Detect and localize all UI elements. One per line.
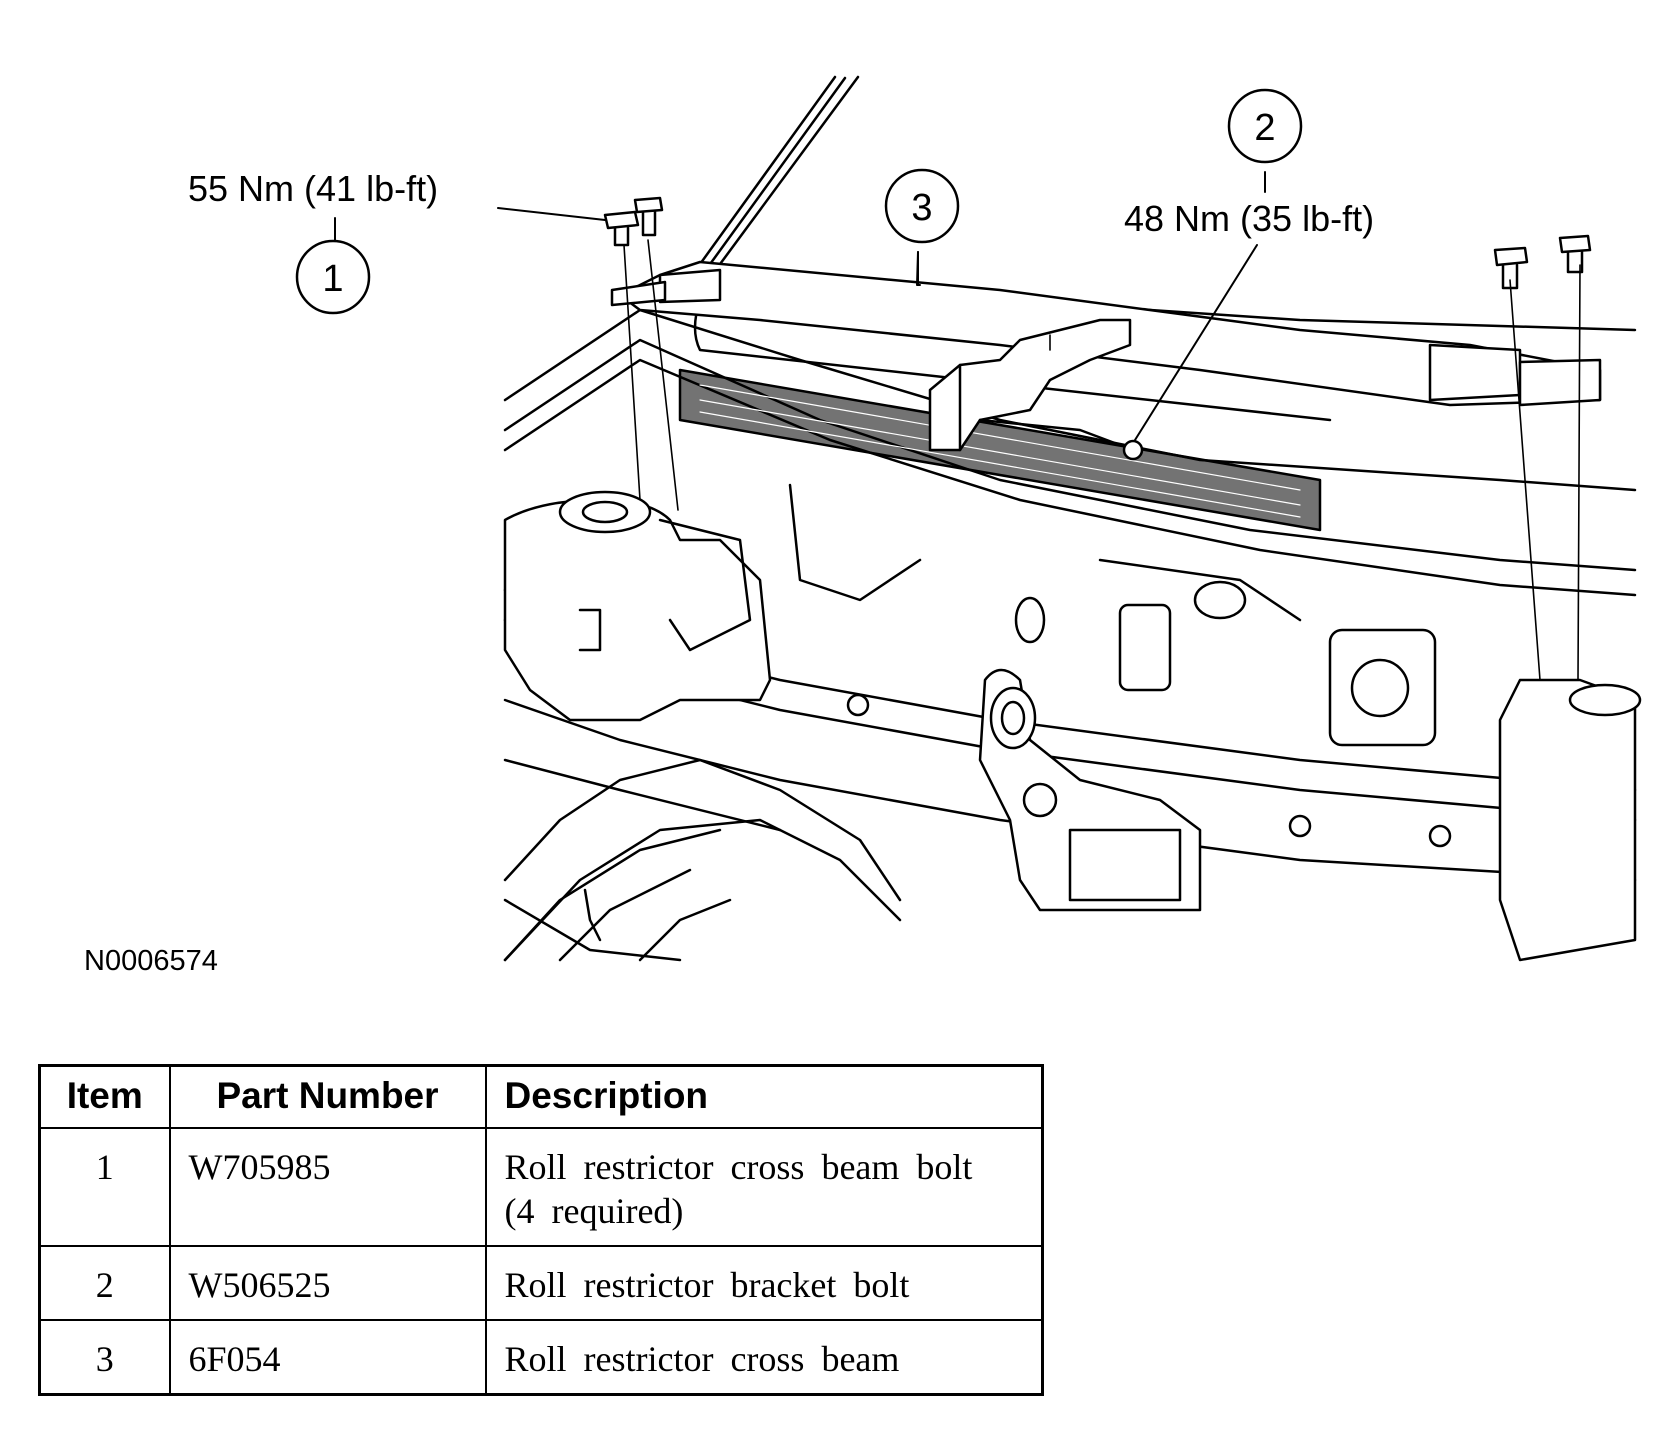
hood-edge [688,75,860,280]
cell-description: Roll restrictor cross beam bolt (4 requi… [484,1126,1044,1247]
description-line: Roll restrictor cross beam bolt [504,1146,973,1187]
table-row: 2 W506525 Roll restrictor bracket bolt [38,1244,1044,1321]
cell-item: 3 [38,1318,171,1395]
cowl-vent-grille [678,368,1322,532]
cowl-panel [503,278,1637,962]
callout-leaders [334,171,1266,441]
cell-part-number: 6F054 [168,1318,487,1395]
torque-label-2: 48 Nm (35 lb-ft) [1124,198,1375,239]
frame-rail [503,828,732,962]
callout-1-circle [295,239,371,315]
callout-1-number: 1 [322,258,343,300]
torque-label-1: 55 Nm (41 lb-ft) [188,168,439,209]
figure-id: N0006574 [84,945,218,977]
callout-2-number: 2 [1254,107,1275,149]
engine-mount [978,668,1202,912]
right-shock-tower [1498,678,1642,962]
cell-part-number: W705985 [168,1126,487,1247]
callout-2-circle [1227,88,1303,164]
bolt-alignment-lines [623,239,1581,681]
table-row: 3 6F054 Roll restrictor cross beam [38,1318,1044,1395]
cell-description: Roll restrictor bracket bolt [484,1244,1044,1321]
callout-3-circle [884,168,960,244]
cross-beam-bolts [603,196,1592,461]
table-row: 1 W705985 Roll restrictor cross beam bol… [38,1126,1044,1247]
cell-part-number: W506525 [168,1244,487,1321]
table-header-row: Item Part Number Description [38,1064,1044,1129]
description-line: (4 required) [504,1190,684,1231]
cell-item: 1 [38,1126,171,1247]
restrictor-bracket [928,318,1132,452]
cell-item: 2 [38,1244,171,1321]
bulkhead-features [583,483,1452,942]
header-part-number: Part Number [168,1064,487,1129]
cell-description: Roll restrictor cross beam [484,1318,1044,1395]
left-shock-tower [503,490,772,722]
header-description: Description [484,1064,1044,1129]
header-item: Item [38,1064,171,1129]
callout-3-number: 3 [911,187,932,229]
parts-table: Item Part Number Description 1 W705985 R… [38,1064,1044,1396]
